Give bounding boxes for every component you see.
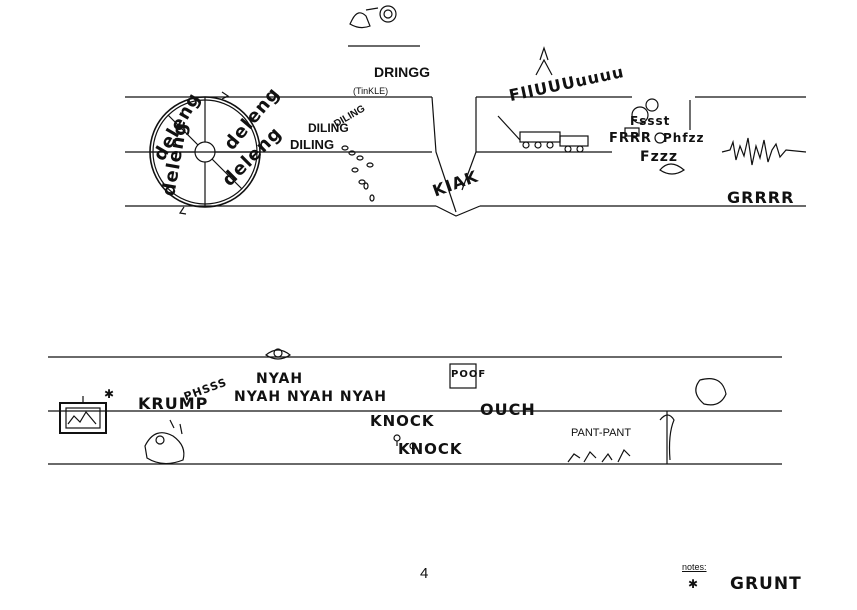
runners-graphic — [567, 448, 631, 463]
diling-lower-label: DILING — [290, 137, 335, 152]
fzzz-label: Fzzz — [640, 149, 679, 165]
grrrr-label: GRRRR — [727, 188, 795, 207]
keyhole-graphic — [393, 434, 417, 454]
notes-asterisk: ✱ — [688, 577, 699, 591]
bottom-staff-lines — [48, 348, 782, 465]
diling-upper-label: DILING — [308, 121, 349, 135]
dringg-label: DRINGG — [374, 64, 430, 80]
knock-2-label: KNOCK — [398, 440, 463, 458]
pant-label: PANT-PANT — [571, 427, 632, 439]
poof-label: POOF — [451, 369, 487, 380]
fsss-label: Fssst — [630, 114, 671, 128]
nyah-top-label: NYAH — [256, 371, 304, 387]
bell-graphic — [349, 5, 397, 29]
waveform — [721, 137, 807, 166]
phfzz-label: Phfzz — [663, 131, 705, 145]
krump-label: KRUMP — [138, 394, 209, 413]
frrr-label: FRRR — [609, 131, 652, 146]
creature-graphic — [144, 419, 185, 465]
grunt-label: GRUNT — [730, 574, 802, 594]
figure-graphic — [659, 378, 727, 464]
page-number: 4 — [420, 565, 429, 582]
ouch-label: OUCH — [480, 400, 536, 419]
diling-drops — [341, 145, 375, 202]
asterisk-marker: ✱ — [104, 387, 115, 401]
nyah-bottom-label: NYAH NYAH NYAH — [234, 389, 387, 405]
knock-1-label: KNOCK — [370, 412, 435, 430]
junk-pile-graphic — [535, 46, 691, 175]
poof-box — [449, 363, 477, 389]
picture-frame-graphic — [59, 396, 107, 434]
notes-label: notes: — [682, 562, 707, 572]
cart-graphic — [497, 115, 589, 153]
tinkle-label: (TinKLE) — [353, 86, 389, 96]
wheel-graphic — [149, 91, 261, 215]
